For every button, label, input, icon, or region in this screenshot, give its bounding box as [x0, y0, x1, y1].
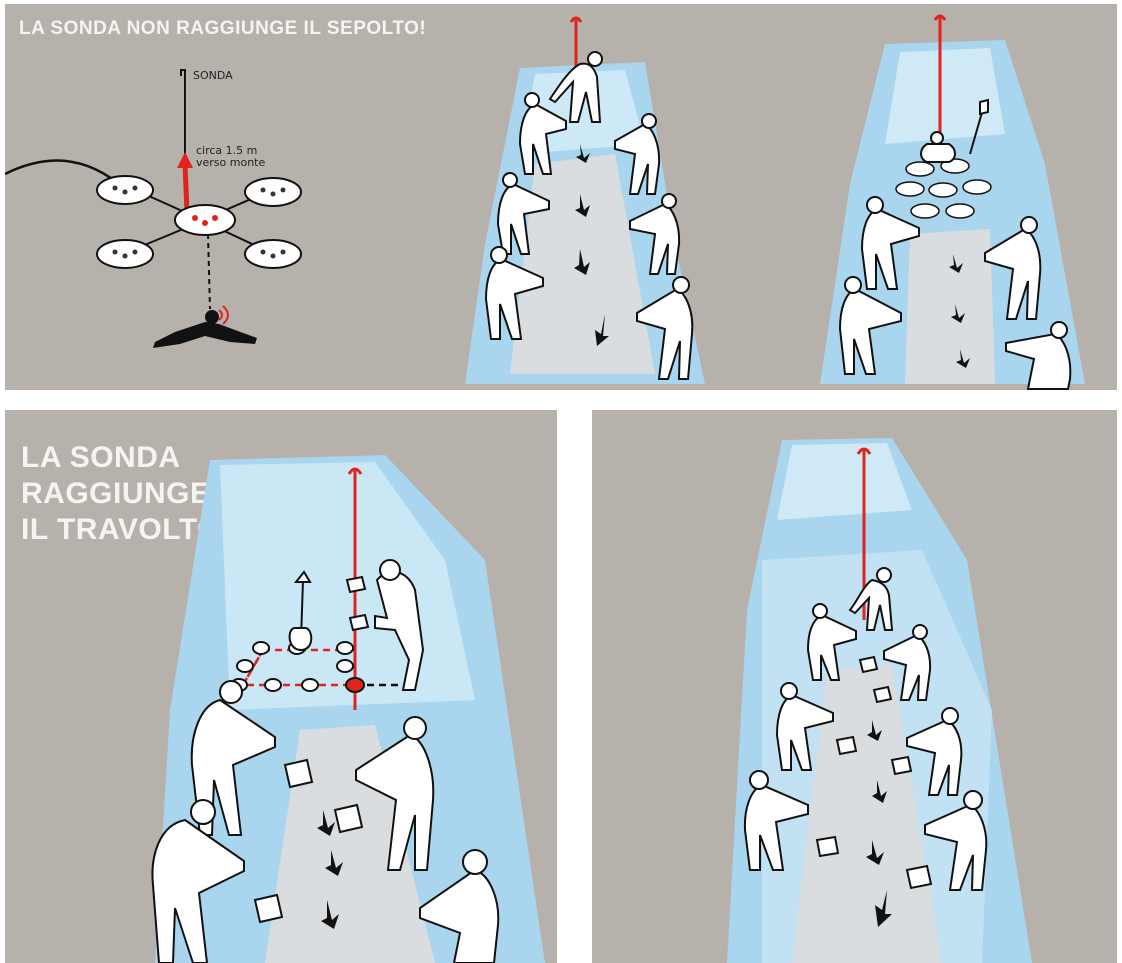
victim-located-scene [5, 410, 557, 963]
shoveling-scene-trench [820, 16, 1085, 389]
top-panel: LA SONDA NON RAGGIUNGE IL SEPOLTO! SONDA… [5, 4, 1117, 390]
deep-excavation-scene [592, 410, 1117, 963]
probe-spiral-diagram [5, 4, 1117, 390]
shoveling-scene-conveyor [465, 18, 705, 384]
bottom-right-panel [592, 410, 1117, 963]
probe-marker-group [97, 176, 301, 268]
buried-victim-icon [153, 306, 257, 348]
bottom-left-panel: LA SONDA RAGGIUNGE IL TRAVOLTO [5, 410, 557, 963]
